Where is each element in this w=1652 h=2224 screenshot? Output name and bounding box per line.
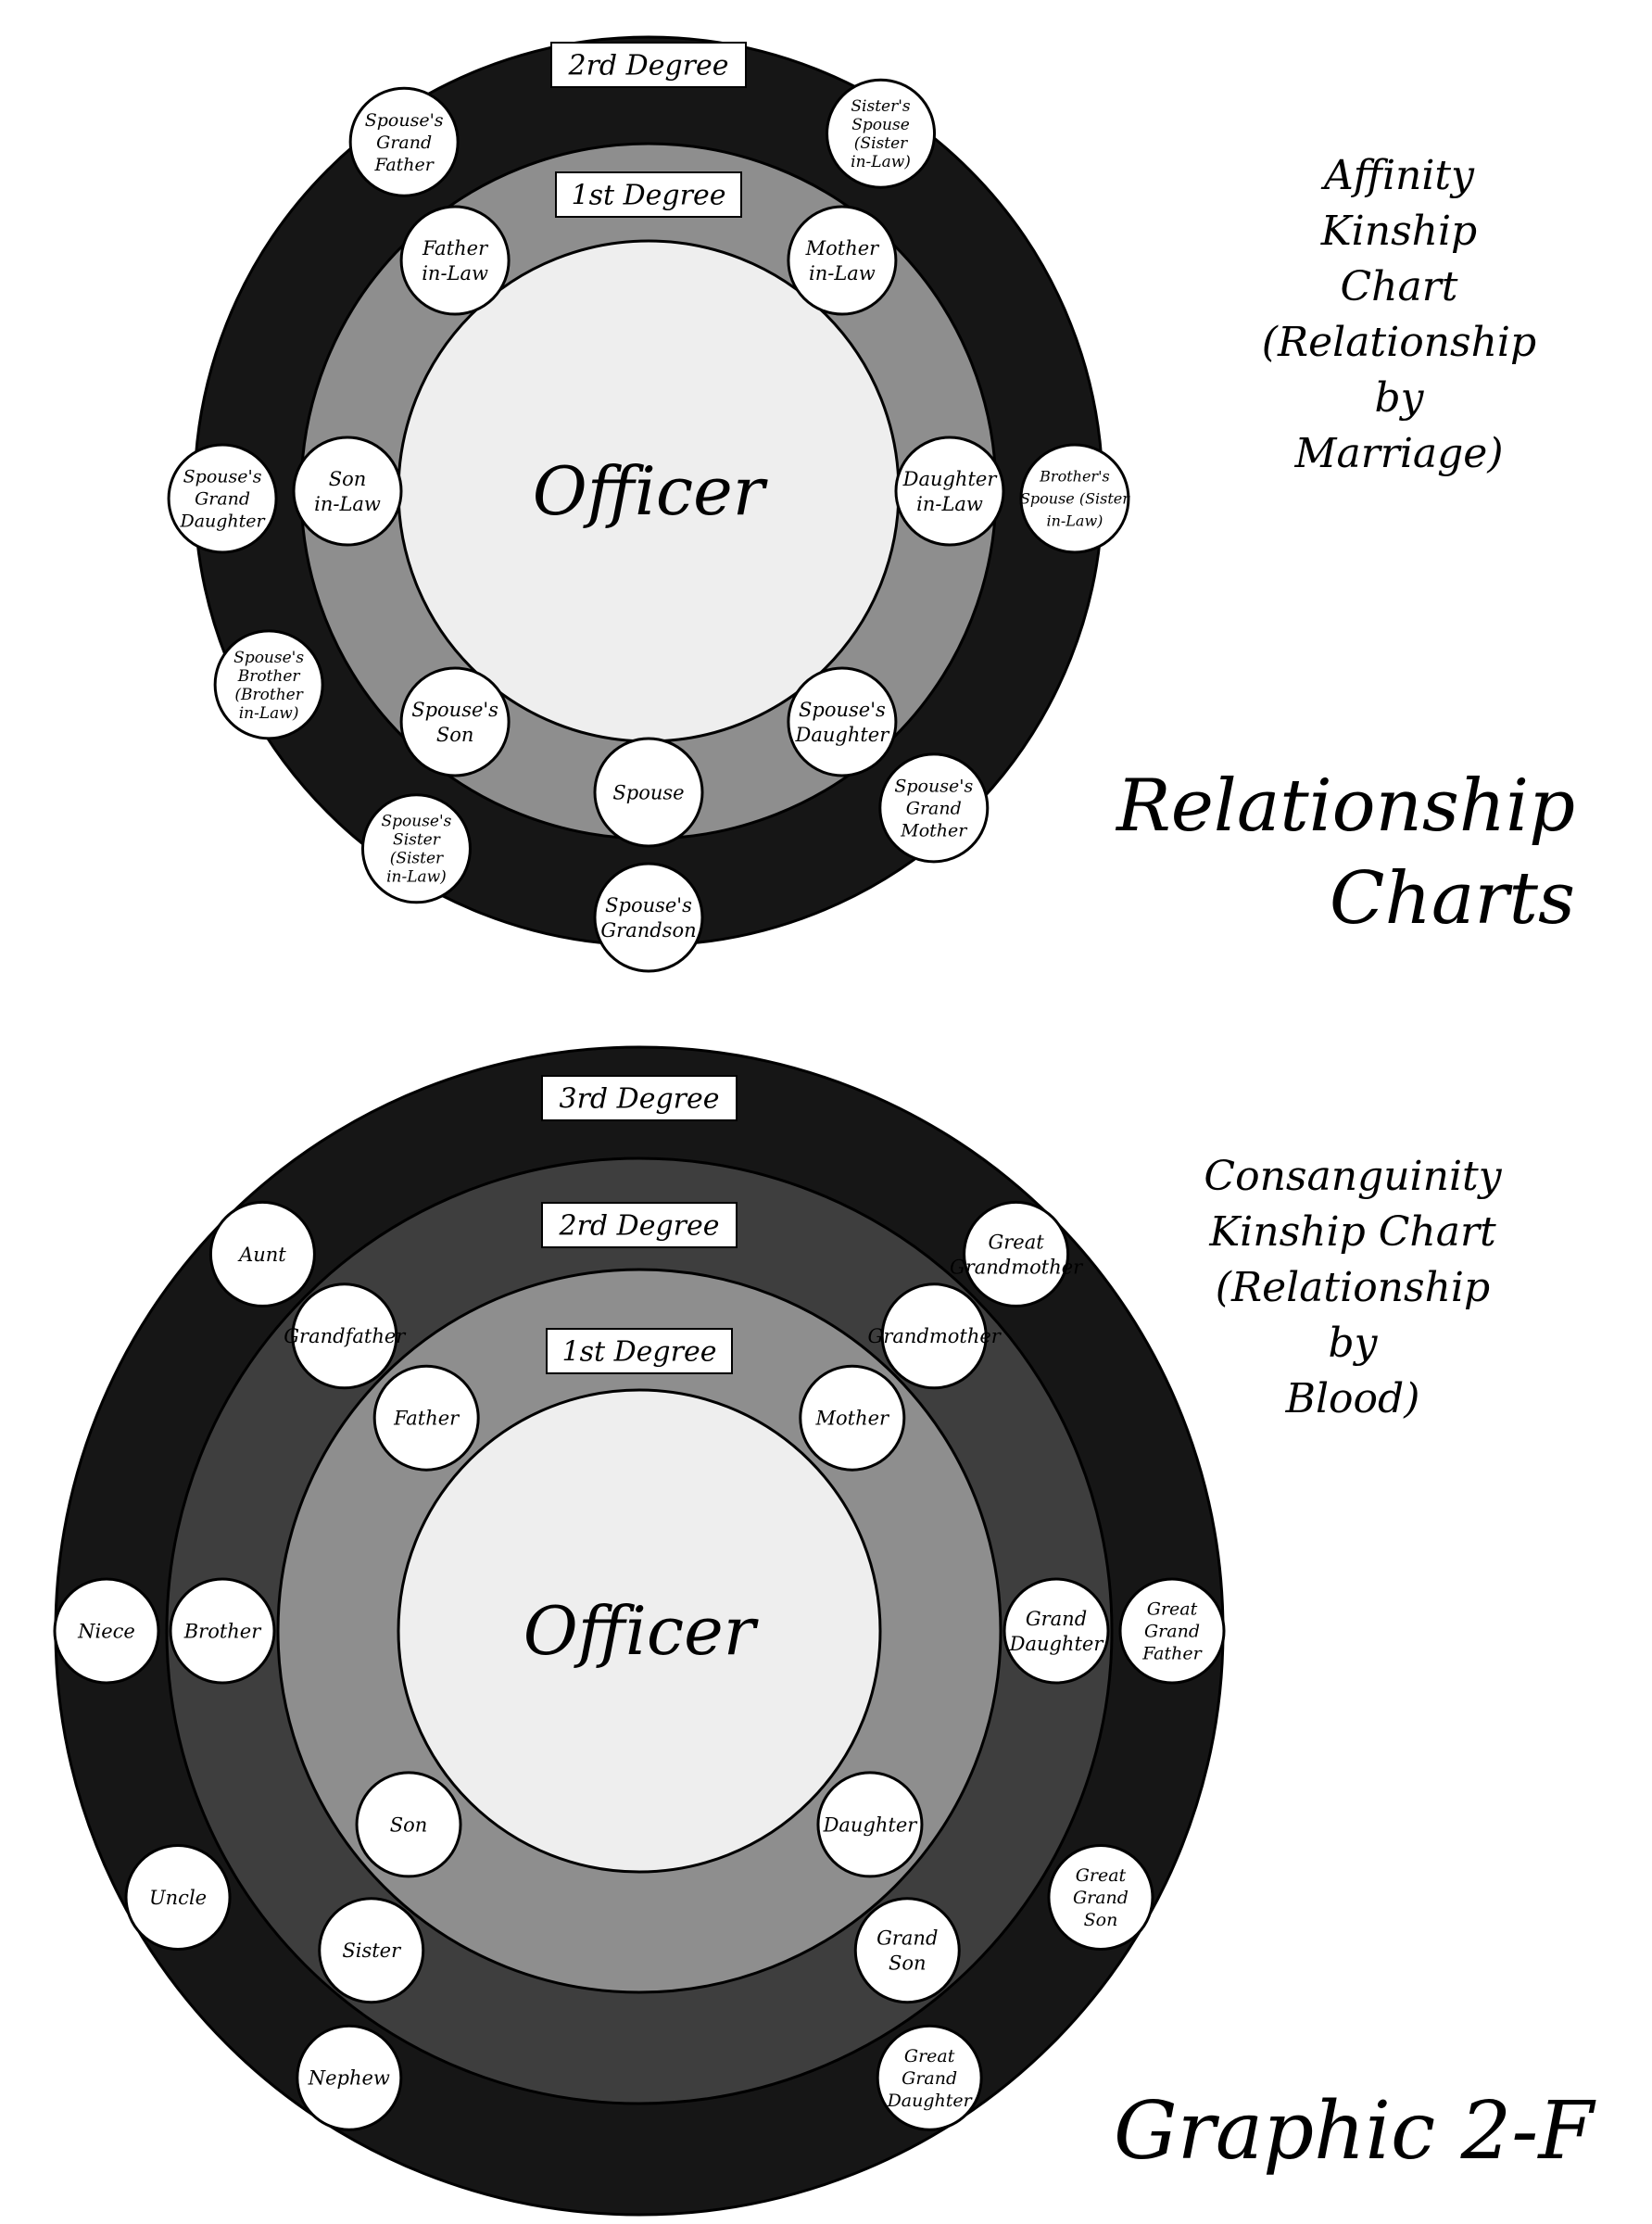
affinity-node-circle	[593, 862, 704, 973]
affinity-node-circle	[878, 752, 990, 864]
affinity-degree-box-1	[550, 42, 747, 88]
affinity-node-circle	[1019, 443, 1130, 554]
consanguinity-node-label: Nephew	[308, 2067, 390, 2090]
consanguinity-node-label: Grandmother	[868, 1325, 1003, 1347]
graphic-label: Graphic 2-F	[1114, 2085, 1594, 2178]
affinity-node-circle	[292, 436, 403, 547]
consanguinity-center-label: Officer	[523, 1592, 759, 1670]
consanguinity-node-circle	[53, 1577, 160, 1685]
consanguinity-node-circle	[318, 1897, 425, 2004]
consanguinity-degree-box-1	[541, 1075, 738, 1121]
consanguinity-node-label: Son	[390, 1813, 428, 1836]
section-title: Relationship Charts	[1116, 764, 1575, 941]
affinity-node-circle	[399, 666, 511, 777]
affinity-degree-box-2	[555, 171, 742, 218]
consanguinity-node-label: Brother	[183, 1620, 263, 1642]
consanguinity-node-circle	[853, 1897, 961, 2004]
consanguinity-degree-box-3	[546, 1328, 733, 1374]
consanguinity-node-circle	[208, 1200, 316, 1308]
consanguinity-degree-label-1: 3rd Degree	[559, 1083, 719, 1116]
affinity-node-circle	[213, 629, 324, 740]
consanguinity-node-circle	[880, 1283, 988, 1390]
consanguinity-node-circle	[355, 1771, 462, 1878]
consanguinity-node-label: Uncle	[149, 1887, 207, 1909]
affinity-node-label: Spouse	[612, 781, 684, 803]
affinity-center-label: Officer	[533, 452, 768, 530]
affinity-node-circle	[399, 205, 511, 316]
affinity-node-circle	[348, 86, 460, 197]
consanguinity-node-label: Niece	[77, 1620, 135, 1642]
consanguinity-degree-box-2	[541, 1202, 738, 1248]
consanguinity-node-circle	[291, 1283, 398, 1390]
affinity-node-circle	[593, 737, 704, 848]
consanguinity-degree-label-3: 1st Degree	[562, 1336, 717, 1369]
consanguinity-node-circle	[296, 2024, 403, 2131]
affinity-caption: Affinity Kinship Chart (Relationship by …	[1261, 152, 1537, 477]
consanguinity-node-circle	[963, 1200, 1070, 1308]
consanguinity-node-circle	[1003, 1577, 1110, 1685]
consanguinity-node-label: Father	[393, 1408, 460, 1430]
consanguinity-node-circle	[124, 1844, 232, 1951]
affinity-degree-label-2: 1st Degree	[572, 180, 726, 212]
consanguinity-degree-label-2: 2rd Degree	[558, 1210, 719, 1243]
consanguinity-ring-0	[397, 1388, 882, 1874]
consanguinity-node-label: Grandfather	[284, 1325, 407, 1347]
affinity-degree-label-1: 2rd Degree	[567, 50, 728, 82]
affinity-node-circle	[894, 436, 1005, 547]
affinity-node-circle	[787, 205, 898, 316]
consanguinity-node-circle	[169, 1577, 276, 1685]
consanguinity-node-label: Daughter	[823, 1813, 919, 1836]
consanguinity-node-circle	[372, 1364, 480, 1472]
consanguinity-node-circle	[876, 2024, 983, 2131]
consanguinity-node-circle	[799, 1364, 906, 1472]
affinity-node-circle	[787, 666, 898, 777]
affinity-node-circle	[167, 443, 278, 554]
consanguinity-node-label: Aunt	[237, 1244, 286, 1266]
affinity-node-circle	[826, 78, 937, 189]
consanguinity-node-circle	[816, 1771, 924, 1878]
consanguinity-node-circle	[1118, 1577, 1226, 1685]
consanguinity-caption: Consanguinity Kinship Chart (Relationshi…	[1204, 1153, 1502, 1422]
affinity-node-circle	[360, 793, 472, 904]
consanguinity-node-label: Sister	[342, 1940, 402, 1962]
consanguinity-node-circle	[1047, 1844, 1154, 1951]
consanguinity-node-label: Mother	[815, 1408, 891, 1430]
